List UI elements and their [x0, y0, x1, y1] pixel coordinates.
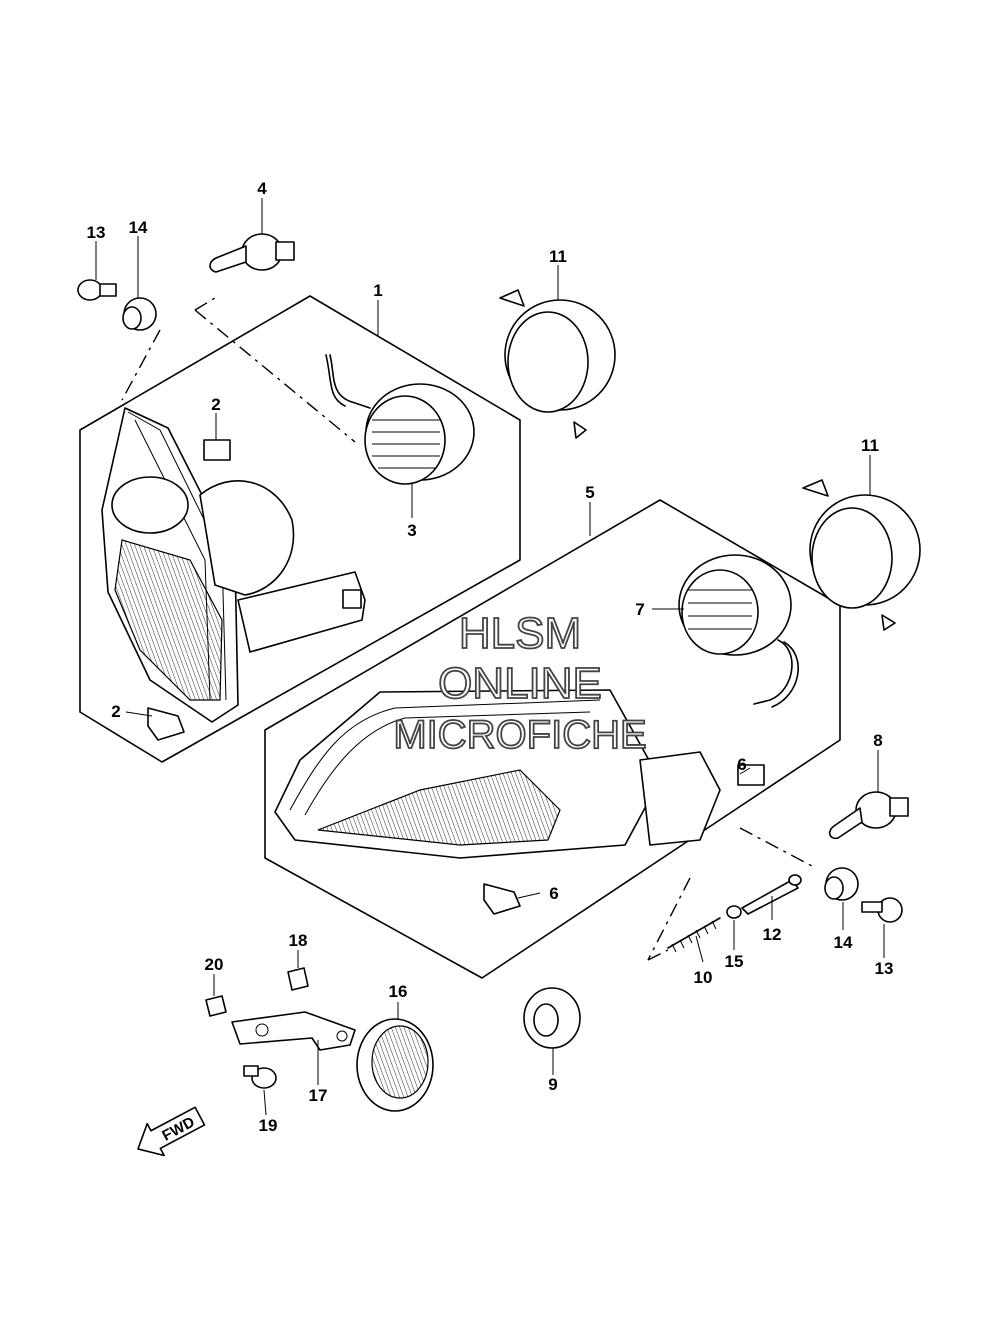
- bolt-13-right: [861, 897, 903, 923]
- callout-19: 19: [259, 1116, 278, 1135]
- callout-18: 18: [289, 931, 308, 950]
- bulb-4: [209, 233, 295, 273]
- callout-13-right: 13: [875, 959, 894, 978]
- clip-6-upper: [737, 764, 765, 786]
- reflector-left: [114, 539, 223, 701]
- bolt-13-left: [77, 279, 117, 301]
- callout-3: 3: [407, 521, 416, 540]
- bulb-8: [828, 791, 909, 840]
- callout-10: 10: [694, 968, 713, 987]
- headlamp-assembly-1: [79, 295, 521, 763]
- clip-2-upper: [203, 439, 231, 461]
- retaining-ring-11-lower: [802, 479, 921, 631]
- assembly-5-outline: [264, 499, 841, 979]
- reflector-right: [317, 769, 561, 846]
- reflector-16: [356, 1018, 434, 1112]
- callout-12: 12: [763, 925, 782, 944]
- bolt-19: [243, 1065, 277, 1089]
- bulb-socket-3: [325, 354, 475, 485]
- watermark-line-1: HLSM: [459, 609, 581, 658]
- bulb-housing-left: [199, 480, 295, 596]
- nut-20: [205, 995, 227, 1017]
- assembly-1-outline: [79, 295, 521, 763]
- callout-14-left: 14: [129, 218, 148, 237]
- callout-11-upper: 11: [549, 247, 567, 266]
- retaining-ring-11-upper: [499, 289, 616, 439]
- callout-leaders: [95, 198, 885, 1116]
- callout-8: 8: [873, 731, 882, 750]
- callout-16: 16: [389, 982, 408, 1001]
- forward-direction-arrow: FWD: [137, 1106, 206, 1157]
- watermark: HLSM ONLINE MICROFICHE: [392, 608, 647, 758]
- arm-tab-left: [342, 589, 362, 609]
- grommet-14-right: [824, 867, 859, 901]
- clip-6-lower: [483, 883, 521, 915]
- grommet-14-left: [122, 297, 157, 331]
- lamp-lens-left: [111, 476, 189, 534]
- headlamp-assembly-5: [264, 499, 841, 979]
- callout-20: 20: [205, 955, 224, 974]
- callout-7: 7: [635, 600, 644, 619]
- watermark-line-3: MICROFICHE: [393, 713, 646, 757]
- mount-arm-left: [237, 571, 366, 653]
- callout-15: 15: [725, 952, 744, 971]
- callout-11-lower: 11: [861, 436, 879, 455]
- mount-block-right: [639, 751, 721, 846]
- callout-numbers: 1 2 2 3 4 5 6 6 7 8 9 10 11 11 12 13 13 …: [87, 179, 894, 1135]
- bulb-socket-7: [678, 554, 800, 708]
- callout-5: 5: [585, 483, 594, 502]
- callout-1: 1: [373, 281, 382, 300]
- callout-2-upper: 2: [211, 395, 220, 414]
- watermark-line-2: ONLINE: [438, 659, 602, 708]
- washer-15: [726, 905, 742, 919]
- callout-13-left: 13: [87, 223, 106, 242]
- clip-2-lower: [147, 707, 185, 741]
- callout-2-lower: 2: [111, 702, 120, 721]
- adjust-screw-12: [741, 874, 802, 915]
- seal-9: [523, 987, 581, 1049]
- bracket-17: [231, 1011, 356, 1051]
- nut-18: [287, 967, 309, 991]
- spring-10: [667, 917, 721, 953]
- callout-17: 17: [309, 1086, 328, 1105]
- callout-4: 4: [257, 179, 267, 198]
- arrow-icon: [137, 1106, 206, 1157]
- callout-6-lower: 6: [549, 884, 558, 903]
- callout-6-upper: 6: [737, 755, 746, 774]
- assembly-leader-lines: [121, 297, 813, 961]
- callout-14-right: 14: [834, 933, 853, 952]
- callout-9: 9: [548, 1075, 557, 1094]
